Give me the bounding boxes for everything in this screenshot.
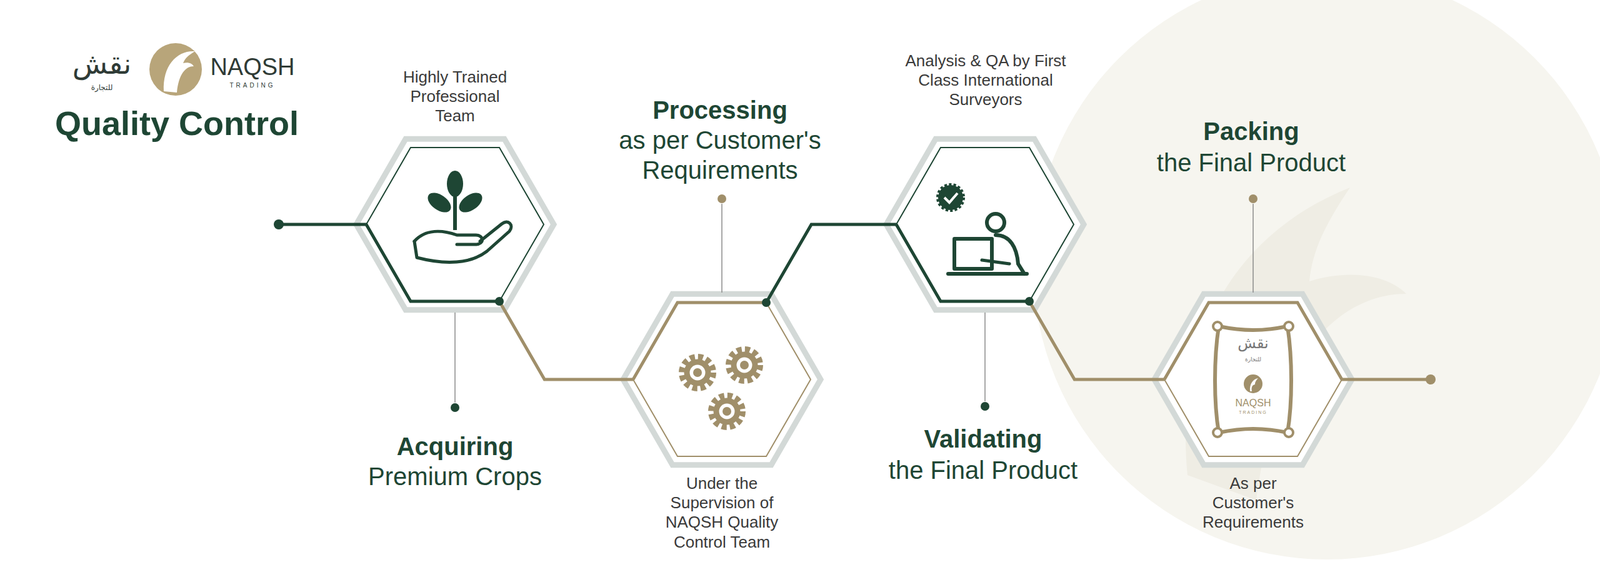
logo-bird xyxy=(163,51,195,93)
bag-icon-part xyxy=(1250,378,1259,392)
hex-trace xyxy=(896,224,1030,302)
inspector-icon-part xyxy=(981,260,1010,264)
hexagon-step: Validatingthe Final ProductAnalysis & QA… xyxy=(881,135,1089,314)
leader-line xyxy=(454,312,456,403)
hexagon-outline xyxy=(618,290,825,469)
page-title: Quality Control xyxy=(55,103,299,143)
plant-hand-icon-part xyxy=(414,221,512,262)
hexagon-outline xyxy=(1150,290,1357,469)
step-note: Analysis & QA by First Class Internation… xyxy=(895,51,1077,110)
gear-hub xyxy=(722,406,732,416)
inspector-icon xyxy=(938,185,1027,274)
inner-hexagon xyxy=(633,302,811,457)
plant-hand-icon-part xyxy=(424,188,455,217)
bag-icon-part xyxy=(1213,428,1222,437)
hex-trace xyxy=(633,302,767,380)
gear-teeth xyxy=(681,356,714,389)
step-heading: Acquiring xyxy=(336,431,574,462)
watermark-circle xyxy=(1033,0,1600,560)
gear-teeth xyxy=(711,395,743,427)
logo-text: NAQSH xyxy=(210,53,295,82)
step-heading: Packing xyxy=(1132,116,1370,147)
logo-text: نقش xyxy=(72,47,132,81)
junction-dot xyxy=(761,298,771,307)
hexagon-step: Packingthe Final ProductAs per Customer'… xyxy=(1150,290,1357,469)
inspector-icon-part xyxy=(954,238,992,269)
bag-print: نقش xyxy=(1237,335,1269,353)
bag-icon-part xyxy=(1284,321,1294,331)
inner-hexagon xyxy=(1164,302,1342,457)
leader-line xyxy=(1252,203,1254,293)
gear-ring xyxy=(716,400,738,422)
gear-hub xyxy=(740,360,749,370)
logo-text: للتجارة xyxy=(91,83,114,93)
plant-hand-icon-part xyxy=(446,170,464,197)
hexagon-step: AcquiringPremium CropsHighly Trained Pro… xyxy=(351,135,559,314)
plant-hand-icon-part xyxy=(453,192,457,230)
step-note: Highly Trained Professional Team xyxy=(392,67,518,127)
step-subheading: the Final Product xyxy=(858,455,1109,485)
step-subheading: Premium Crops xyxy=(336,461,574,492)
inner-hexagon xyxy=(366,147,544,302)
junction-dot xyxy=(1025,296,1034,306)
bag-print: NAQSH xyxy=(1235,397,1272,409)
hexagon-outline xyxy=(351,135,559,314)
leader-dot xyxy=(980,401,990,411)
outer-hexagon xyxy=(1154,293,1352,465)
leader-dot xyxy=(450,403,460,412)
outer-hexagon xyxy=(356,138,554,310)
inspector-icon-part xyxy=(938,185,964,210)
gear-hub xyxy=(693,368,702,377)
gear-teeth xyxy=(728,349,760,381)
bag-icon xyxy=(1213,321,1294,437)
step-connector xyxy=(766,224,897,303)
leader-line xyxy=(721,203,723,293)
plant-hand-icon-part xyxy=(414,231,483,245)
hexagon-outline xyxy=(881,135,1089,314)
step-connector xyxy=(1029,301,1165,380)
inner-hexagon xyxy=(896,147,1074,302)
step-note: As per Customer's Requirements xyxy=(1196,473,1310,533)
plant-hand-icon xyxy=(414,170,512,262)
step-note: Under the Supervision of NAQSH Quality C… xyxy=(656,473,788,552)
outer-hexagon xyxy=(886,138,1084,310)
bag-icon-part xyxy=(1215,326,1292,433)
hexagon-step: Processingas per Customer's Requirements… xyxy=(618,290,825,469)
outer-hexagon xyxy=(623,293,821,465)
gears-icon xyxy=(681,349,760,427)
end-dot xyxy=(273,219,284,230)
end-dot xyxy=(1425,374,1436,385)
inspector-icon-part xyxy=(995,235,1025,274)
leader-line xyxy=(984,312,986,402)
step-connector xyxy=(499,301,634,380)
step-heading: Processing xyxy=(601,95,839,125)
lead-in-line xyxy=(278,224,500,302)
bag-icon-part xyxy=(1284,428,1294,437)
logo-text: TRADING xyxy=(230,81,276,90)
leader-dot xyxy=(1248,194,1258,204)
plant-hand-icon-part xyxy=(455,188,486,217)
bag-print: TRADING xyxy=(1238,410,1268,415)
inspector-icon-part xyxy=(986,213,1005,232)
lead-out-line xyxy=(1164,302,1431,380)
leader-dot xyxy=(717,194,727,204)
logo-emblem xyxy=(149,43,202,96)
step-subheading: the Final Product xyxy=(1132,147,1370,178)
bag-icon-part xyxy=(1213,321,1222,331)
junction-dot xyxy=(495,296,504,306)
inspector-icon-part xyxy=(948,271,1027,276)
gear-ring xyxy=(686,361,709,384)
inspector-icon-part xyxy=(944,193,958,203)
bag-icon-part xyxy=(1243,374,1263,394)
step-heading: Validating xyxy=(858,423,1109,454)
bag-print: للتجارة xyxy=(1245,356,1262,363)
gear-ring xyxy=(733,354,755,376)
step-subheading: as per Customer's Requirements xyxy=(607,125,833,185)
